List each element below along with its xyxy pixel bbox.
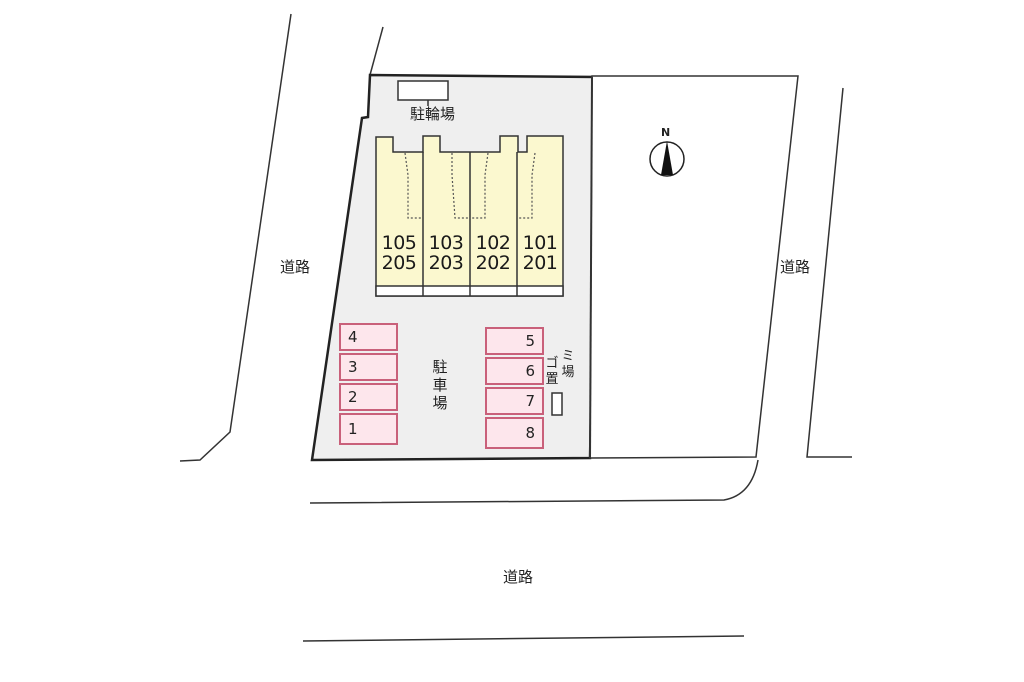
road-label-south: 道路 <box>503 568 534 586</box>
west-road-edge <box>179 13 292 462</box>
bicycle-parking-label: 駐輪場 <box>410 105 456 123</box>
garbage-bin <box>551 392 563 416</box>
bicycle-parking-box <box>397 80 449 101</box>
parking-slot: 4 <box>339 323 398 351</box>
west-road-edge-inner <box>369 26 384 76</box>
garbage-label-col1: ゴ 置 <box>545 356 559 387</box>
south-road-edge-lower <box>302 635 745 642</box>
parking-slot: 2 <box>339 383 398 411</box>
north-arrow-icon <box>649 141 685 177</box>
east-road-edge <box>806 87 852 458</box>
parking-slot: 3 <box>339 353 398 381</box>
north-label: N <box>661 126 671 139</box>
road-label-east: 道路 <box>780 258 811 276</box>
neighbor-lot <box>589 75 799 459</box>
parking-slot: 5 <box>485 327 544 355</box>
parking-slot: 8 <box>485 417 544 449</box>
parking-label: 駐 車 場 <box>432 358 448 412</box>
garbage-label-col2: ミ 場 <box>561 349 575 380</box>
road-label-west: 道路 <box>280 258 311 276</box>
parking-slot: 6 <box>485 357 544 385</box>
parking-slot: 1 <box>339 413 398 445</box>
south-road-edge-upper <box>309 459 759 504</box>
parking-slot: 7 <box>485 387 544 415</box>
